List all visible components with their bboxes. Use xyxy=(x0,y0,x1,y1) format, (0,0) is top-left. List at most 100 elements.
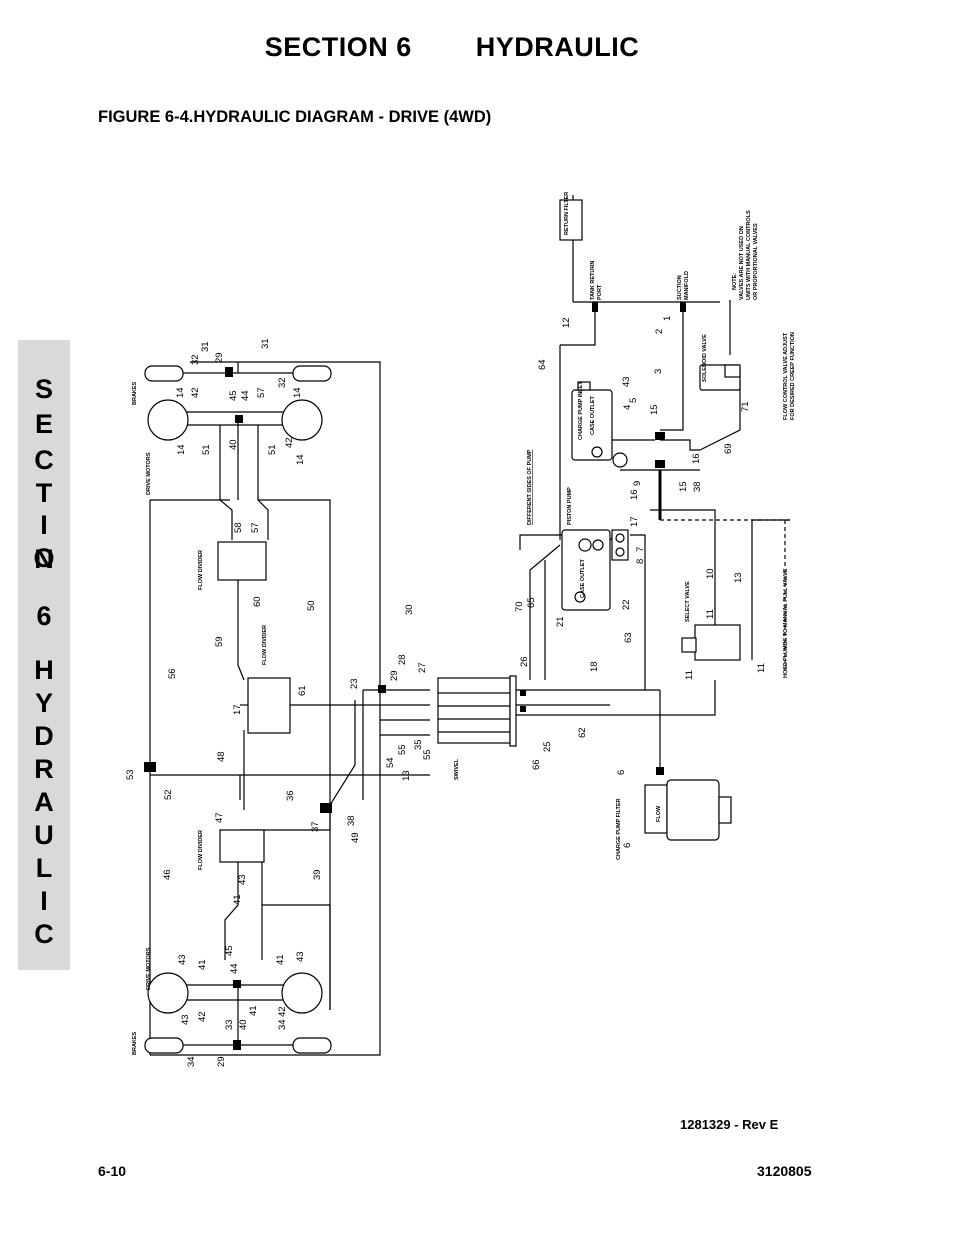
hose-number: 64 xyxy=(537,359,548,370)
hose-number: 47 xyxy=(214,812,225,823)
tab-letter: S xyxy=(34,374,53,404)
label-charge-pump-filter: CHARGE PUMP FILTER xyxy=(616,798,622,860)
tab-letter: E xyxy=(34,409,53,439)
hose-number: 42 xyxy=(197,1011,208,1022)
hose-number: 32 xyxy=(190,354,201,365)
flow-divider-2 xyxy=(247,677,291,734)
hydraulic-lines xyxy=(149,195,790,1056)
hose-number: 43 xyxy=(177,954,188,965)
hose-number: 29 xyxy=(389,670,400,681)
hose-number: 3 xyxy=(653,369,664,374)
hose-number: 11 xyxy=(756,663,767,673)
hose-number: 14 xyxy=(175,387,186,398)
hose-number: 43 xyxy=(295,951,306,962)
hose-number: 43 xyxy=(621,376,632,387)
hose-number: 35 xyxy=(413,739,424,750)
hose-number: 54 xyxy=(385,757,396,768)
hose-number: 57 xyxy=(256,387,267,398)
label-select-valve: SELECT VALVE xyxy=(685,581,691,622)
hose-number: 57 xyxy=(250,522,261,533)
label-flow: FLOW xyxy=(656,805,662,822)
hose-number: 13 xyxy=(401,770,412,781)
hose-number: 34 xyxy=(186,1056,197,1067)
hose-number: 37 xyxy=(310,821,321,832)
hose-number: 15 xyxy=(678,481,689,492)
hose-number: 11 xyxy=(684,670,695,680)
hose-number: 36 xyxy=(285,790,296,801)
label-solenoid-valve: SOLENOID VALVE xyxy=(702,334,708,382)
label-drive-motors-bottom: DRIVE MOTORS xyxy=(146,947,152,990)
label-case-outlet-2: CASE OUTLET xyxy=(580,559,586,598)
components xyxy=(144,199,741,1054)
hose-number: 63 xyxy=(623,632,634,643)
hose-number: 66 xyxy=(531,759,542,770)
hose-number: 41 xyxy=(248,1005,259,1016)
hose-number: 29 xyxy=(214,352,225,363)
label-flow-control-1: FLOW CONTROL VALVE ADJUST xyxy=(783,332,789,420)
drive-motor-bottom-left xyxy=(147,972,189,1014)
hose-number: 7 xyxy=(635,547,646,552)
hose-number: 9 xyxy=(632,481,643,486)
component-labels: BRAKES DRIVE MOTORS FLOW DIVIDER FLOW DI… xyxy=(132,192,796,1055)
label-swivel: SWIVEL xyxy=(454,758,460,780)
hose-number: 16 xyxy=(691,453,702,464)
hose-number: 71 xyxy=(740,401,751,412)
tab-letter: U xyxy=(34,820,54,850)
drive-motor-top-left xyxy=(147,399,189,441)
hose-number: 27 xyxy=(417,662,428,673)
label-hose-note: HOSE PLUMBS TO MANUAL PULL VALVE xyxy=(783,568,789,678)
hose-number: 28 xyxy=(397,654,408,665)
hose-number: 48 xyxy=(216,751,227,762)
label-flow-divider-3: FLOW DIVIDER xyxy=(198,830,204,870)
tab-letter: 6 xyxy=(36,601,52,631)
hose-number: 69 xyxy=(723,443,734,454)
hose-number: 41 xyxy=(275,954,286,965)
label-return-filter: RETURN FILTER xyxy=(564,192,570,235)
label-note: NOTE: xyxy=(732,273,738,290)
drawing-number: 1281329 - Rev E xyxy=(680,1117,779,1132)
hose-number: 40 xyxy=(238,1019,249,1030)
label-brakes-top: BRAKES xyxy=(132,381,138,405)
hose-number: 50 xyxy=(306,600,317,611)
hose-number: 70 xyxy=(514,601,525,612)
hose-number: 42 xyxy=(277,1006,288,1017)
tab-letter: R xyxy=(34,754,54,784)
drive-motor-bottom-right xyxy=(281,972,323,1014)
fittings xyxy=(144,302,686,1050)
flow-divider-1 xyxy=(217,541,267,581)
tab-letter: T xyxy=(35,478,53,508)
hose-number: 21 xyxy=(555,616,566,627)
hose-number: 31 xyxy=(200,341,211,352)
label-note-line-3: UNITS WITH MANUAL CONTROLS xyxy=(746,210,752,300)
hose-numbers: 31 32 29 31 32 14 42 45 44 57 14 14 51 4… xyxy=(125,316,767,1067)
hose-number: 40 xyxy=(228,439,239,450)
label-suction: SUCTION xyxy=(677,275,683,300)
hose-number: 14 xyxy=(176,444,187,455)
hose-number: 39 xyxy=(312,869,323,880)
tab-letter: L xyxy=(35,853,53,883)
tab-letter: I xyxy=(40,886,48,916)
hose-number: 6 xyxy=(622,843,633,848)
hose-number: 58 xyxy=(233,522,244,533)
hose-number: 14 xyxy=(292,387,303,398)
line-59-60 xyxy=(237,580,245,681)
line-39 xyxy=(262,904,331,1010)
tab-letter: H xyxy=(34,655,54,685)
hose-number: 33 xyxy=(224,1019,235,1030)
label-drive-motors-top: DRIVE MOTORS xyxy=(146,452,152,495)
hose-number: 44 xyxy=(229,963,240,974)
hose-number: 49 xyxy=(350,832,361,843)
hose-number: 16 xyxy=(629,489,640,500)
hose-number: 41 xyxy=(232,894,243,905)
hose-number: 31 xyxy=(260,338,271,349)
return-filter xyxy=(559,199,583,241)
hose-number: 55 xyxy=(422,749,433,760)
line-63 xyxy=(630,534,646,690)
flow-divider-3 xyxy=(219,829,265,863)
hose-number: 6 xyxy=(616,770,627,775)
hose-number: 1 xyxy=(662,316,673,321)
hose-number: 22 xyxy=(621,599,632,610)
hose-number: 44 xyxy=(240,390,251,401)
hose-number: 42 xyxy=(190,387,201,398)
